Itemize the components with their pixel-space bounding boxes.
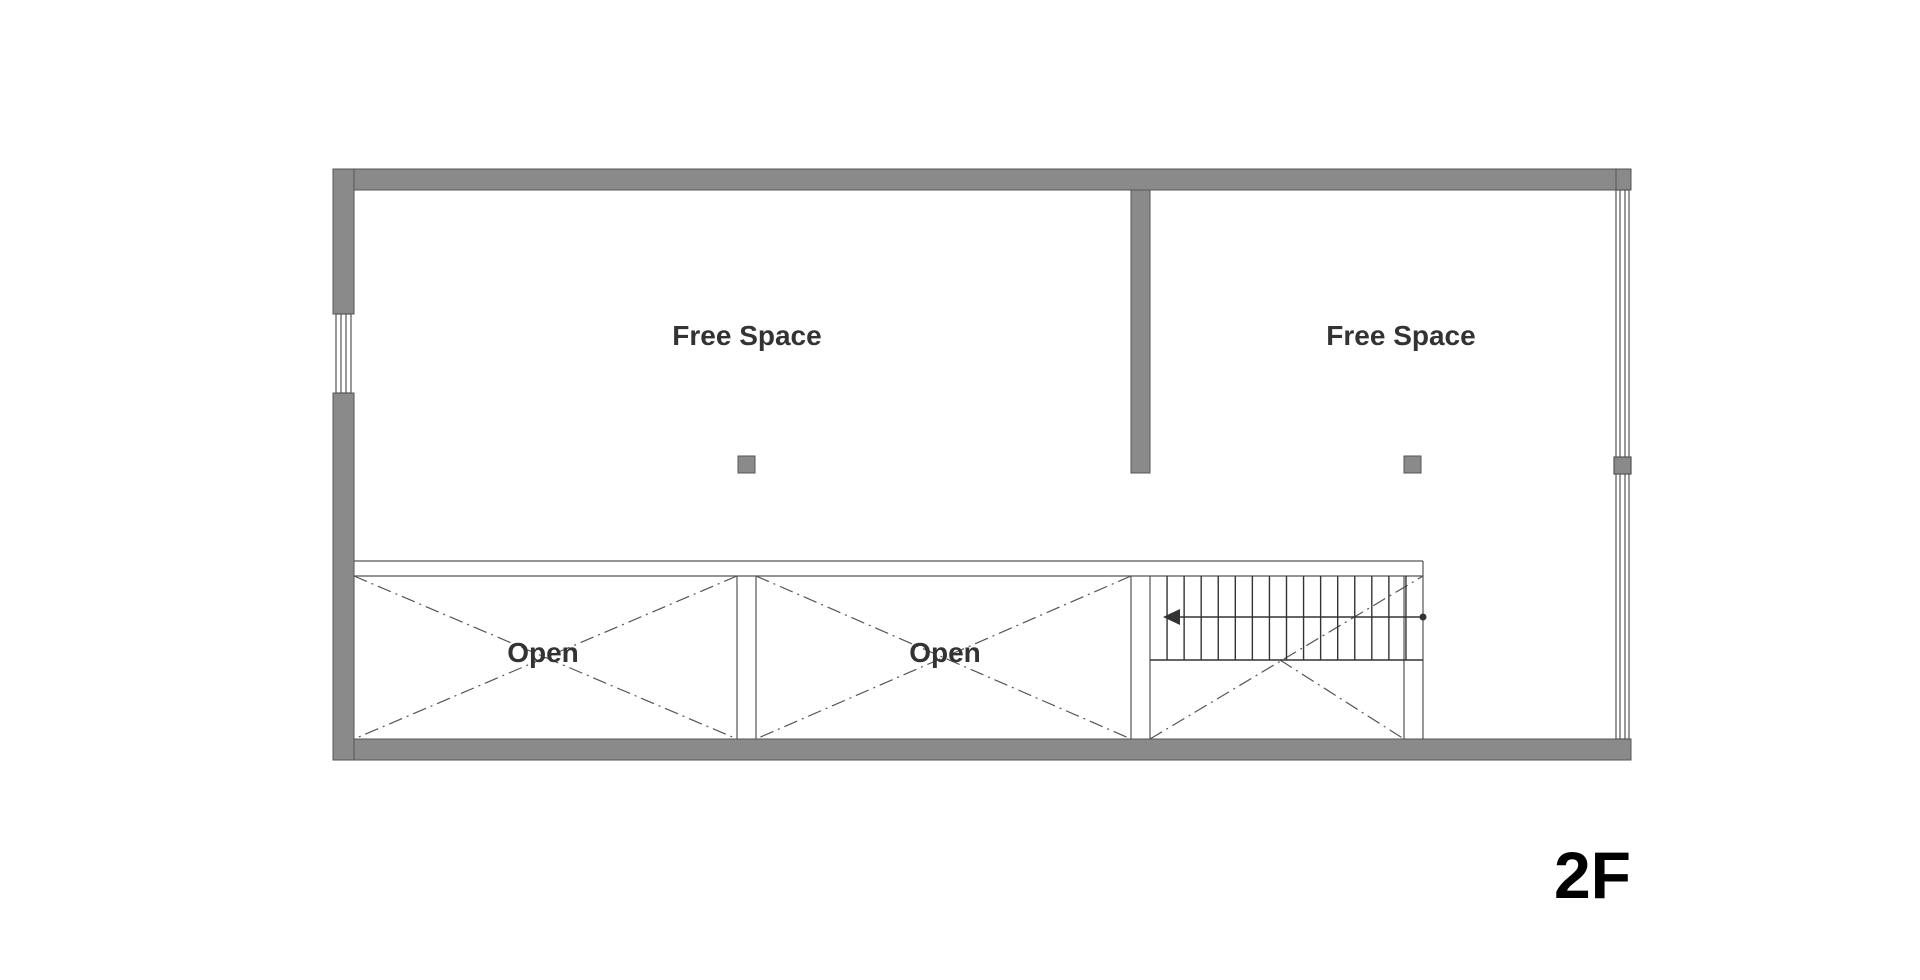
top-wall (332, 168, 1632, 191)
stair-direction-arrow (1163, 609, 1427, 625)
bottom-wall (332, 738, 1632, 761)
right-window (1613, 189, 1632, 740)
room-label: Free Space (1326, 320, 1475, 351)
left-wall-lower (332, 392, 355, 761)
void-label: Open (909, 637, 981, 668)
void-cross (755, 575, 1132, 740)
window-mullion (1613, 456, 1632, 475)
partition-wall (1130, 189, 1151, 474)
left-window (335, 313, 352, 394)
opening-edge (354, 560, 1424, 739)
left-wall-upper (332, 168, 355, 315)
exterior-walls (332, 168, 1632, 761)
column (737, 455, 756, 474)
column (1403, 455, 1422, 474)
staircase (1150, 576, 1423, 661)
floor-label: 2F (1554, 838, 1631, 912)
void-cross (353, 575, 738, 740)
right-wall-top-stub (1615, 168, 1632, 191)
void-label: Open (507, 637, 579, 668)
room-label: Free Space (672, 320, 821, 351)
beams (736, 576, 1151, 739)
